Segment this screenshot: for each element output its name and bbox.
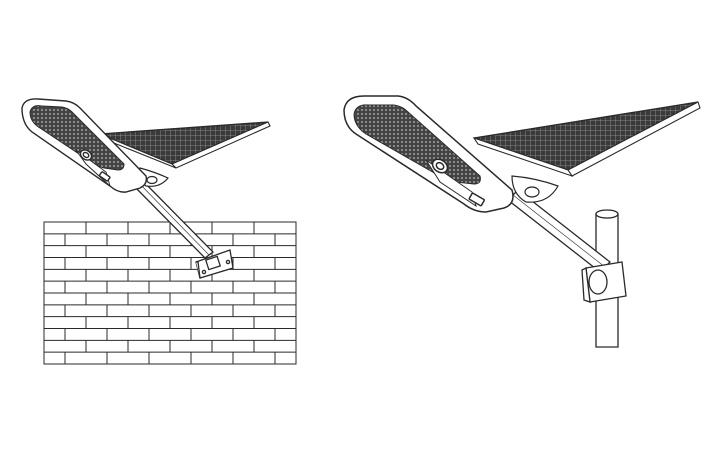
brick-wall [44,222,296,364]
panel-bracket [512,176,558,202]
lamp-head [344,96,513,212]
pole-arm [508,190,610,272]
solar-panel [100,122,270,168]
solar-panel [474,102,700,176]
lamp-head [22,99,146,192]
pole-mount-assembly [344,96,700,347]
wall-mount-assembly [22,99,296,364]
wall-bracket [196,250,233,278]
pole-clamp [582,262,626,302]
